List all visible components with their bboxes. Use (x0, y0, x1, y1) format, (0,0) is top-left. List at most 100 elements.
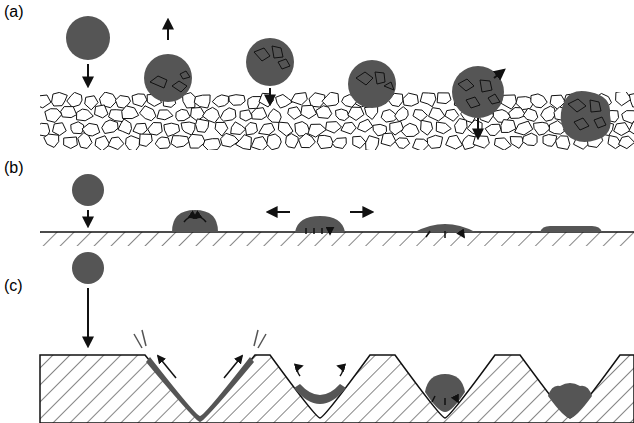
grain (95, 136, 110, 150)
grain (395, 138, 410, 149)
grain (348, 107, 364, 120)
grain (614, 123, 630, 136)
grain (155, 137, 170, 149)
grain (622, 111, 634, 124)
grain (40, 95, 51, 108)
grain (229, 95, 245, 106)
grain (437, 93, 451, 104)
grain (436, 122, 451, 134)
grain (485, 124, 501, 135)
grain (240, 110, 253, 121)
grain (299, 133, 316, 147)
grain (508, 108, 525, 119)
panel-label: (b) (4, 160, 24, 176)
grain (45, 109, 62, 123)
grain (291, 93, 307, 105)
grain-outlines (150, 46, 606, 130)
grain (541, 106, 556, 121)
grain (52, 123, 66, 136)
grain (501, 120, 516, 133)
grain (132, 94, 147, 107)
grain (259, 123, 275, 135)
grain (251, 137, 268, 150)
grain (181, 122, 195, 135)
grain (288, 107, 302, 120)
grain (353, 136, 366, 148)
grain (44, 134, 59, 147)
grain (403, 93, 418, 106)
grain (95, 105, 108, 118)
grain (301, 105, 317, 118)
grain (429, 108, 445, 121)
grain (420, 93, 436, 107)
grain (236, 135, 252, 150)
grain (534, 122, 550, 135)
grain (203, 139, 220, 150)
grain (52, 92, 68, 106)
grain (245, 122, 257, 135)
grain (157, 110, 173, 120)
grain (413, 110, 427, 122)
grain (148, 123, 162, 136)
grain (357, 119, 372, 132)
grooved-substrate (40, 355, 634, 423)
grain (267, 134, 281, 150)
grain (259, 93, 274, 107)
droplet-stages-a (66, 16, 611, 142)
grain (341, 122, 356, 134)
grain (118, 119, 132, 134)
granular-bed (40, 92, 634, 150)
grain (286, 134, 299, 149)
hatched-substrate (40, 232, 634, 246)
grain (248, 97, 262, 109)
grain (556, 136, 570, 150)
grain (171, 136, 189, 148)
grain (71, 122, 84, 134)
grain (366, 136, 379, 150)
grain (629, 93, 634, 107)
grain (212, 95, 228, 107)
panel-label: (a) (4, 4, 24, 20)
grain (395, 107, 409, 122)
grain (77, 109, 94, 121)
grain (618, 136, 634, 149)
grain (401, 123, 419, 136)
grain (381, 133, 396, 146)
grain (629, 120, 634, 135)
grain (196, 119, 209, 132)
grain (543, 135, 557, 147)
grain (510, 137, 523, 149)
grain (188, 134, 205, 148)
grain (133, 123, 147, 134)
grain (467, 120, 482, 136)
droplet-stages-b (72, 174, 602, 238)
grain (336, 109, 350, 121)
grain (616, 92, 632, 106)
grain (122, 106, 139, 119)
grain (268, 109, 282, 123)
grain (455, 119, 468, 134)
panel-label: (c) (4, 278, 23, 294)
grain (421, 120, 433, 135)
grain (515, 121, 533, 135)
grain (64, 137, 78, 149)
grain (316, 106, 332, 119)
grain (67, 92, 82, 107)
grain (332, 138, 346, 149)
grain (139, 134, 152, 146)
grain (220, 108, 236, 121)
grain (102, 120, 118, 134)
grain (78, 133, 92, 149)
grain (231, 122, 246, 135)
grain (276, 94, 293, 108)
grain (317, 135, 333, 148)
grain (494, 138, 511, 150)
grain (445, 109, 459, 121)
grain (427, 135, 442, 148)
grain (176, 109, 190, 120)
grain (126, 136, 140, 150)
grain (164, 123, 180, 136)
grain (531, 94, 547, 108)
grain (446, 135, 463, 149)
